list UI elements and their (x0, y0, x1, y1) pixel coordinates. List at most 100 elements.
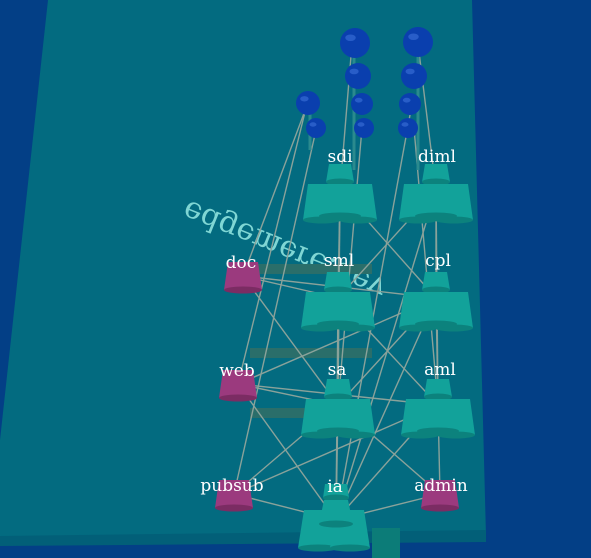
cup-shape (317, 292, 359, 324)
shelf-post (372, 528, 400, 558)
node-layer: sdi diml sml cpl sa aml ia doc web pubsub admin (200, 147, 475, 552)
sphere-wire (237, 107, 307, 385)
cup-base (330, 544, 370, 552)
cup-base (317, 427, 359, 435)
blue-sphere (345, 63, 371, 89)
node-sa[interactable]: sa (301, 360, 375, 439)
cup-base (326, 178, 354, 186)
sphere-highlight (402, 97, 411, 103)
node-sdi[interactable]: sdi (303, 147, 377, 224)
cup-shape (224, 262, 262, 290)
sphere-highlight (408, 33, 419, 41)
node-pubsub[interactable]: pubsub (200, 476, 264, 512)
node-ia[interactable]: ia (298, 477, 370, 552)
stacked-cups-icon (303, 164, 377, 224)
sphere-highlight (309, 122, 317, 127)
sphere-highlight (349, 68, 359, 75)
node-label-ia: ia (327, 477, 343, 497)
node-label-doc: doc (226, 253, 257, 273)
blue-sphere (398, 118, 418, 138)
cup-base (317, 320, 359, 328)
sphere-highlight (405, 68, 415, 75)
cup-base (422, 178, 450, 186)
cup-base (224, 286, 262, 294)
node-label-sml: sml (324, 251, 354, 271)
cup-shape (422, 272, 450, 290)
cup-shape (422, 164, 450, 182)
cup-base (415, 320, 457, 328)
node-doc[interactable]: doc (224, 253, 262, 294)
cup-base (324, 393, 352, 401)
stacked-cups-icon (399, 272, 473, 332)
cup-shape (219, 370, 257, 398)
sphere-highlight (354, 97, 363, 103)
sphere-highlight (345, 34, 356, 42)
node-admin[interactable]: admin (414, 476, 468, 512)
stacked-cups-icon (399, 164, 473, 224)
cup-base (298, 544, 338, 552)
cup-shape (424, 379, 452, 397)
shelf-bar (254, 264, 372, 274)
shelf-bar (250, 408, 312, 418)
node-label-sdi: sdi (327, 147, 353, 167)
sphere-wire (413, 127, 439, 406)
cup-base (215, 504, 253, 512)
stacked-cups-icon (401, 379, 475, 439)
node-label-aml: aml (424, 360, 456, 380)
node-label-pubsub: pubsub (200, 476, 263, 496)
cup-shape (415, 292, 457, 324)
cup-base (421, 504, 459, 512)
cup-shape (324, 379, 352, 397)
node-diml[interactable]: diml (399, 147, 473, 224)
sphere-highlight (357, 122, 365, 127)
node-label-admin: admin (414, 476, 468, 496)
cup-base (324, 286, 352, 294)
blue-sphere (399, 93, 421, 115)
blue-sphere (296, 91, 320, 115)
cup-shape (319, 184, 361, 216)
edge-diml-ia (335, 189, 437, 521)
node-aml[interactable]: aml (401, 360, 475, 439)
sphere-layer (296, 27, 433, 138)
node-sml[interactable]: sml (301, 251, 375, 332)
cup-shape (417, 399, 459, 431)
cup-shape (415, 184, 457, 216)
cup-base (424, 393, 452, 401)
sphere-wire (337, 127, 363, 406)
blue-sphere (351, 93, 373, 115)
sphere-wire (242, 107, 307, 277)
cup-base (417, 427, 459, 435)
cup-base (323, 494, 349, 502)
cup-base (319, 520, 353, 528)
blue-sphere (340, 28, 370, 58)
cup-base (415, 212, 457, 220)
cup-base (219, 394, 257, 402)
cup-base (422, 286, 450, 294)
blue-sphere (401, 63, 427, 89)
blue-sphere (354, 118, 374, 138)
cup-shape (323, 484, 349, 498)
node-label-cpl: cpl (425, 251, 451, 271)
edge-cpl-ia (335, 297, 437, 521)
cup-shape (326, 164, 354, 182)
sphere-highlight (401, 122, 409, 127)
node-web[interactable]: web (219, 361, 257, 402)
cup-icon (421, 480, 459, 512)
node-label-sa: sa (328, 360, 347, 380)
stacked-cups-icon (301, 272, 375, 332)
cup-base (319, 212, 361, 220)
node-label-diml: diml (418, 147, 456, 167)
node-label-web: web (219, 361, 255, 381)
stacked-cups-icon (301, 379, 375, 439)
cup-icon (215, 480, 253, 512)
blue-sphere (306, 118, 326, 138)
cup-shape (317, 399, 359, 431)
cup-shape (215, 480, 253, 508)
cup-shape (421, 480, 459, 508)
node-cpl[interactable]: cpl (399, 251, 473, 332)
sphere-highlight (300, 96, 309, 102)
cup-shape (324, 272, 352, 290)
stacked-cups-icon (298, 484, 370, 552)
sphere-wire (335, 103, 413, 521)
